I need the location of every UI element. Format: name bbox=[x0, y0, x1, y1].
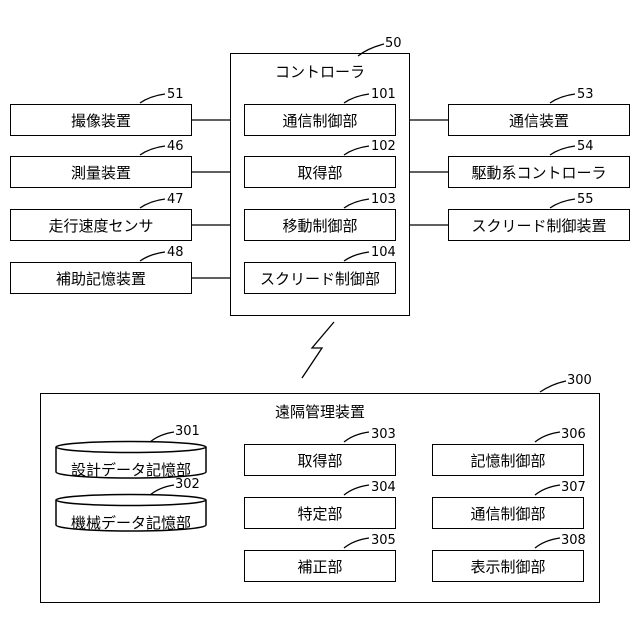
device-auxiliary-storage: 補助記憶装置 bbox=[10, 262, 192, 294]
device-communication: 通信装置 bbox=[448, 104, 630, 136]
ref-104: 104 bbox=[371, 245, 396, 260]
ref-308: 308 bbox=[561, 533, 586, 548]
unit-communication-control: 通信制御部 bbox=[244, 104, 396, 136]
machine-data-storage-label: 機械データ記憶部 bbox=[55, 512, 207, 533]
remote-unit-identification: 特定部 bbox=[244, 497, 396, 529]
ref-301: 301 bbox=[175, 424, 200, 439]
ref-103: 103 bbox=[371, 192, 396, 207]
unit-screed-control: スクリード制御部 bbox=[244, 262, 396, 294]
ref-48: 48 bbox=[167, 245, 184, 260]
unit-movement-control: 移動制御部 bbox=[244, 209, 396, 241]
ref-303: 303 bbox=[371, 427, 396, 442]
device-screed-control: スクリード制御装置 bbox=[448, 209, 630, 241]
ref-304: 304 bbox=[371, 480, 396, 495]
ref-302: 302 bbox=[175, 477, 200, 492]
design-data-storage: 設計データ記憶部 bbox=[55, 440, 207, 480]
ref-306: 306 bbox=[561, 427, 586, 442]
device-imaging: 撮像装置 bbox=[10, 104, 192, 136]
ref-controller: 50 bbox=[385, 36, 402, 51]
ref-54: 54 bbox=[577, 139, 594, 154]
ref-300: 300 bbox=[567, 373, 592, 388]
ref-307: 307 bbox=[561, 480, 586, 495]
ref-305: 305 bbox=[371, 533, 396, 548]
ref-102: 102 bbox=[371, 139, 396, 154]
remote-unit-storage-control: 記憶制御部 bbox=[432, 444, 584, 476]
device-speed-sensor: 走行速度センサ bbox=[10, 209, 192, 241]
ref-101: 101 bbox=[371, 87, 396, 102]
ref-53: 53 bbox=[577, 87, 594, 102]
ref-55: 55 bbox=[577, 192, 594, 207]
wireless-link-icon bbox=[302, 322, 334, 378]
device-surveying: 測量装置 bbox=[10, 156, 192, 188]
remote-unit-acquisition: 取得部 bbox=[244, 444, 396, 476]
remote-title: 遠隔管理装置 bbox=[41, 401, 599, 422]
ref-47: 47 bbox=[167, 192, 184, 207]
controller-title: コントローラ bbox=[231, 61, 409, 82]
remote-unit-communication-control: 通信制御部 bbox=[432, 497, 584, 529]
remote-unit-correction: 補正部 bbox=[244, 550, 396, 582]
machine-data-storage: 機械データ記憶部 bbox=[55, 493, 207, 533]
unit-acquisition: 取得部 bbox=[244, 156, 396, 188]
device-drive-controller: 駆動系コントローラ bbox=[448, 156, 630, 188]
ref-46: 46 bbox=[167, 139, 184, 154]
remote-unit-display-control: 表示制御部 bbox=[432, 550, 584, 582]
ref-51: 51 bbox=[167, 87, 184, 102]
